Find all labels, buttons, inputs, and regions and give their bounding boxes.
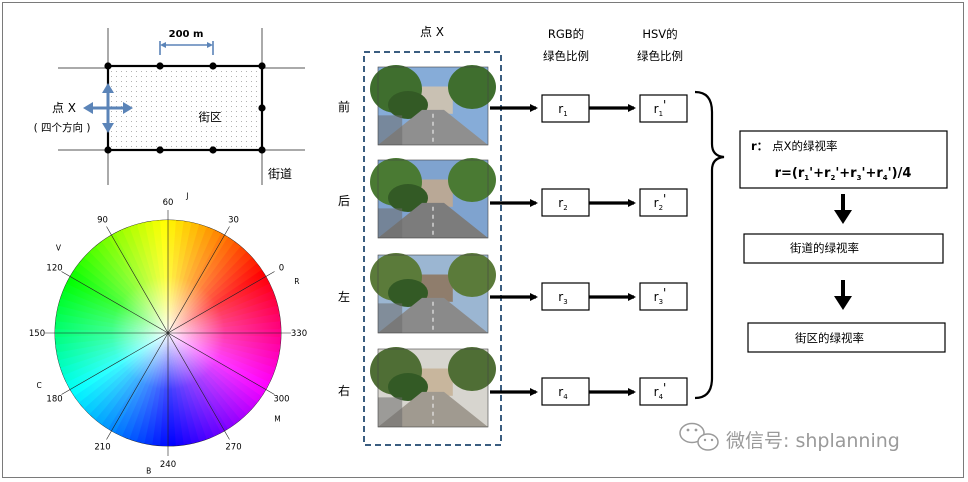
distance-label: 200 m — [169, 29, 204, 40]
street-view-photos — [370, 65, 496, 428]
flow-row-front: r1 r1' — [490, 94, 688, 123]
hue-spoke — [61, 332, 169, 395]
block-diagram: 200 m 点 X ( 四个方向 ) 街区 街道 — [34, 28, 305, 185]
distance-dimension: 200 m — [159, 29, 214, 55]
hue-spoke — [167, 332, 275, 395]
combine-bracket — [694, 90, 725, 400]
hue-letter-label: B — [146, 467, 151, 476]
hsv-ratio-value: r1' — [654, 98, 667, 118]
rgb-ratio-box — [541, 282, 590, 311]
hue-angle-label: 330 — [291, 329, 307, 339]
street-label: 街道 — [268, 167, 292, 181]
street-view-photo — [370, 65, 496, 146]
column-header-rgb-line2: 绿色比例 — [543, 49, 589, 63]
hue-angle-label: 90 — [97, 216, 108, 226]
hue-letter-label: V — [56, 243, 62, 252]
hue-letter-label: C — [36, 381, 41, 390]
hsv-ratio-box — [639, 377, 688, 406]
hsv-ratio-box — [639, 282, 688, 311]
r-symbol: r： — [751, 139, 768, 153]
flow-row-right: r4 r4' — [490, 377, 688, 406]
rgb-ratio-value: r1 — [558, 102, 567, 118]
street-view-photo — [370, 158, 496, 239]
four-direction-arrows-icon — [83, 83, 133, 133]
direction-label-left: 左 — [338, 289, 350, 304]
street-view-photo — [370, 347, 496, 428]
block-node-dots — [104, 62, 266, 154]
hue-letter-label: J — [185, 191, 188, 200]
point-green-view-rate-box: r： 点X的绿视率 r=(r1'+r2'+r3'+r4')/4 — [739, 130, 948, 189]
hue-angle-label: 150 — [29, 329, 45, 339]
hsv-ratio-value: r2' — [654, 192, 667, 212]
green-view-formula: r=(r1'+r2'+r3'+r4')/4 — [775, 166, 912, 182]
hue-letter-label: R — [294, 277, 299, 286]
flow-row-back: r2 r2' — [490, 188, 688, 217]
direction-label-back: 后 — [338, 194, 350, 208]
wechat-icon — [679, 422, 719, 451]
hue-angle-label: 180 — [46, 395, 62, 405]
rgb-ratio-box — [541, 377, 590, 406]
block-green-view-rate-box: 街区的绿视率 — [747, 322, 946, 353]
street-green-view-rate-box: 街道的绿视率 — [743, 233, 944, 264]
rgb-ratio-value: r4 — [558, 385, 568, 401]
hsv-ratio-box — [639, 188, 688, 217]
hue-angle-label: 270 — [225, 442, 241, 452]
column-header-hsv-line1: HSV的 — [642, 27, 677, 41]
column-header-point-x: 点 X — [420, 25, 444, 39]
hue-angle-label: 0 — [279, 264, 284, 274]
hue-letter-labels: J R M B C V — [36, 191, 299, 475]
down-arrow-icon — [834, 280, 852, 310]
four-directions-label: ( 四个方向 ) — [34, 121, 91, 134]
hue-spoke — [61, 271, 169, 334]
hsv-ratio-box — [639, 94, 688, 123]
column-header-hsv-line2: 绿色比例 — [637, 49, 683, 63]
svg-text:街区的绿视率: 街区的绿视率 — [795, 331, 864, 345]
point-x-label: 点 X — [52, 101, 76, 115]
hue-spoke — [167, 226, 230, 334]
hsv-ratio-value: r4' — [654, 381, 667, 401]
direction-label-right: 右 — [338, 383, 350, 398]
rgb-ratio-value: r3 — [558, 290, 567, 306]
watermark-text: 微信号: shplanning — [726, 430, 900, 452]
svg-text:街道的绿视率: 街道的绿视率 — [790, 241, 859, 255]
rgb-ratio-box — [541, 188, 590, 217]
flow-row-left: r3 r3' — [490, 282, 688, 311]
hue-angle-label: 210 — [94, 442, 110, 452]
hue-angle-label: 300 — [273, 395, 289, 405]
rgb-ratio-value: r2 — [558, 196, 567, 212]
hue-spoke — [167, 332, 230, 440]
down-arrow-icon — [834, 194, 852, 224]
block-label: 街区 — [199, 110, 222, 124]
point-rate-title: 点X的绿视率 — [772, 139, 837, 153]
hue-angle-label: 60 — [163, 198, 174, 208]
hue-angle-label: 30 — [228, 216, 239, 226]
hue-angle-label: 240 — [160, 460, 176, 470]
photo-column-dashed-box — [363, 51, 502, 446]
direction-label-front: 前 — [338, 99, 350, 114]
hue-spoke — [167, 271, 275, 334]
hue-letter-label: M — [274, 415, 280, 424]
hue-spoke — [106, 226, 169, 334]
street-view-photo — [370, 253, 496, 334]
hue-spoke — [106, 332, 169, 440]
svg-text:r：点X的绿视率: r： 点X的绿视率 — [751, 139, 838, 153]
hsv-ratio-value: r3' — [654, 286, 667, 306]
hue-spokes — [45, 210, 291, 456]
hue-angle-label: 120 — [46, 264, 62, 274]
column-header-rgb-line1: RGB的 — [548, 27, 584, 41]
